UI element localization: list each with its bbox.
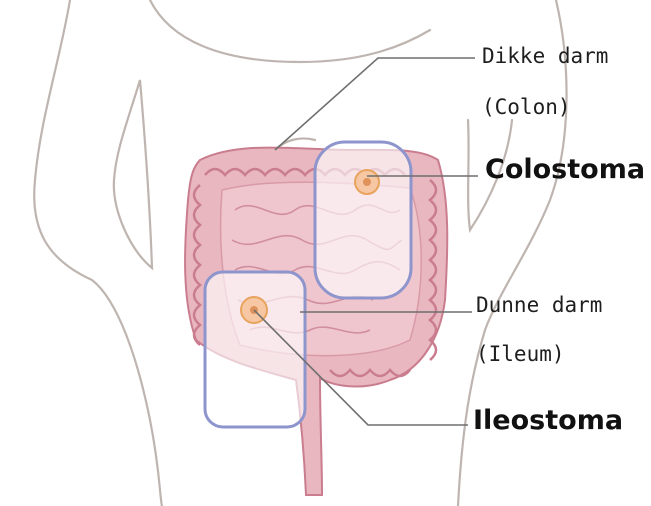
left-arm-gap xyxy=(114,80,152,268)
left-torso-edge xyxy=(34,0,162,506)
ileum-label-line2: (Ileum) xyxy=(476,344,565,365)
colon-label-line2: (Colon) xyxy=(482,97,571,118)
ileum-label-line1: Dunne darm xyxy=(476,295,602,316)
colon-leader-line xyxy=(275,58,475,150)
colostoma-marker-center xyxy=(363,178,371,186)
ileostoma-box xyxy=(205,272,305,427)
chest-curve xyxy=(150,0,430,62)
colon-label-line1: Dikke darm xyxy=(482,46,608,67)
ileostoma-label: Ileostoma xyxy=(473,407,623,434)
colostoma-box xyxy=(315,142,411,298)
colostoma-label: Colostoma xyxy=(485,156,645,183)
